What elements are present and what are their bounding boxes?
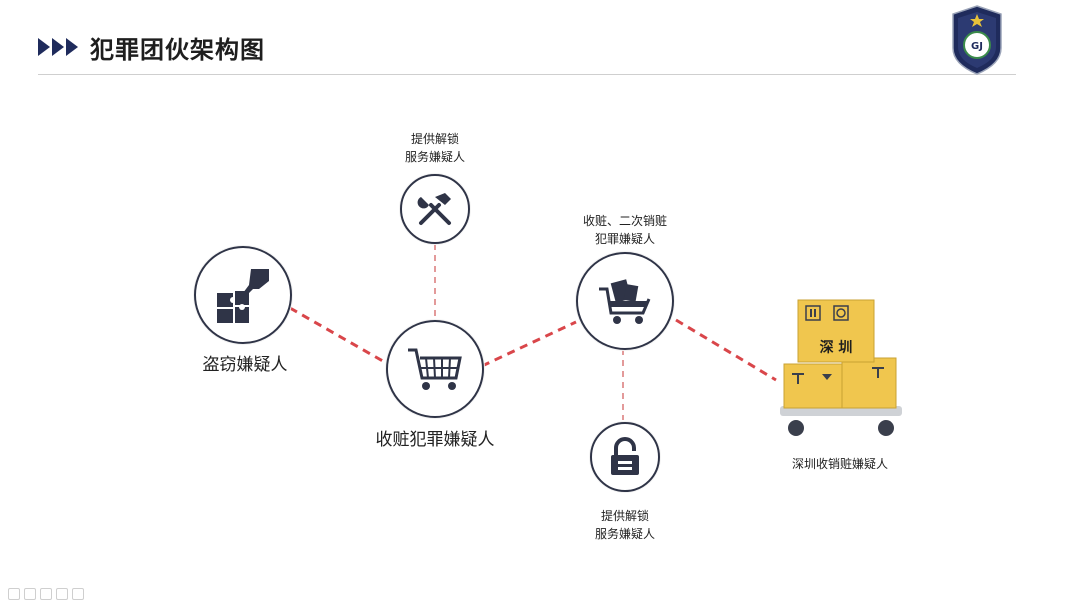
- label-unlock-bottom: 提供解锁 服务嫌疑人: [570, 507, 680, 543]
- badge-text: GJ: [971, 41, 983, 52]
- node-resell[interactable]: [576, 252, 674, 350]
- chevron-icon: [38, 38, 78, 56]
- pointer-icon[interactable]: [72, 588, 84, 600]
- cart-with-goods-icon: [599, 279, 651, 324]
- link-receiver-resell: [481, 320, 577, 368]
- police-badge-icon: GJ: [952, 5, 1002, 75]
- node-theft[interactable]: [194, 246, 292, 344]
- pen-tool-icon[interactable]: [8, 588, 20, 600]
- title-divider: [38, 74, 1016, 75]
- link-theft-receiver: [289, 306, 389, 366]
- cart-with-boxes-icon[interactable]: 深 圳: [776, 292, 906, 442]
- link-icon[interactable]: [56, 588, 68, 600]
- presentation-toolbar: [8, 588, 84, 600]
- label-resell-line2: 犯罪嫌疑人: [594, 232, 655, 246]
- padlock-icon: [611, 437, 639, 475]
- label-unlock-top-line2: 服务嫌疑人: [404, 150, 465, 164]
- node-unlock-bottom[interactable]: [590, 422, 660, 492]
- label-shenzhen: 深圳收销赃嫌疑人: [791, 457, 888, 471]
- label-unlock-top-line1: 提供解锁: [410, 132, 459, 146]
- label-resell: 收赃、二次销赃 犯罪嫌疑人: [560, 212, 690, 248]
- slides-icon[interactable]: [24, 588, 36, 600]
- label-theft: 盗窃嫌疑人: [202, 355, 288, 375]
- label-unlock-top: 提供解锁 服务嫌疑人: [380, 130, 490, 166]
- zoom-icon[interactable]: [40, 588, 52, 600]
- shopping-cart-icon: [408, 348, 462, 390]
- node-unlock-top[interactable]: [400, 174, 470, 244]
- hammer-wrench-icon: [417, 193, 451, 225]
- node-receiver[interactable]: [386, 320, 484, 418]
- cart-box-text: 深 圳: [820, 339, 853, 356]
- puzzle-hand-icon: [217, 269, 269, 323]
- label-receiver: 收赃犯罪嫌疑人: [375, 430, 495, 450]
- label-resell-line1: 收赃、二次销赃: [582, 214, 667, 228]
- label-unlock-bottom-line1: 提供解锁: [600, 509, 649, 523]
- label-unlock-bottom-line2: 服务嫌疑人: [594, 527, 655, 541]
- header: 犯罪团伙架构图: [38, 30, 265, 64]
- page-title: 犯罪团伙架构图: [90, 35, 265, 64]
- link-resell-shenzhen: [675, 318, 777, 382]
